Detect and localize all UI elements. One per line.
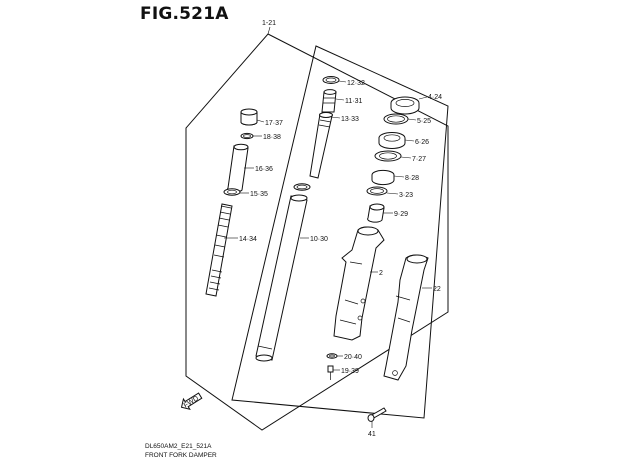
- footer-code: DL650AM2_E21_521A: [145, 443, 212, 450]
- damper-rod-upper: [321, 89, 337, 113]
- callout-10-30: 10·30: [310, 236, 328, 243]
- group-frame-outer: [185, 33, 449, 431]
- leader-17-37: [256, 119, 265, 123]
- leader-7-27: [400, 156, 412, 159]
- leader-12-32: [338, 80, 347, 83]
- o-ring-cap: [240, 132, 254, 140]
- forward-arrow-icon: FWD: [180, 392, 203, 410]
- callout-20-40: 20·40: [344, 354, 362, 361]
- outer-tube-right: [383, 254, 429, 381]
- footer-caption: FRONT FORK DAMPER: [145, 452, 217, 459]
- forward-arrow-label: FWD: [183, 395, 200, 409]
- group-frame-inner: [231, 45, 449, 419]
- callout-4-24: 4·24: [428, 94, 442, 101]
- figure-footer: DL650AM2_E21_521A FRONT FORK DAMPER: [145, 442, 217, 460]
- leader-6-26: [404, 139, 415, 142]
- oil-seal: [378, 132, 406, 149]
- damper-rod-bolt: [327, 365, 334, 380]
- guide-metal: [371, 169, 395, 186]
- callout-16-36: 16·36: [255, 166, 273, 173]
- callout-41: 41: [368, 431, 376, 438]
- leader-3-23: [386, 192, 399, 195]
- damper-bolt-gasket: [326, 353, 338, 359]
- spring-washer: [223, 188, 241, 196]
- callout-3-23: 3·23: [399, 192, 413, 199]
- figure-title: FIG.521A: [140, 4, 229, 24]
- callout-19-39: 19·39: [341, 368, 359, 375]
- callout-18-38: 18·38: [263, 134, 281, 141]
- axle-pinch-bolt: [367, 407, 387, 422]
- damper-rod-ring: [322, 76, 340, 84]
- fork-spring: [205, 203, 233, 297]
- callout-17-37: 17·37: [265, 120, 283, 127]
- dust-seal: [390, 96, 420, 115]
- callout-labels: 1-21 12·32 11·31 13·33 17·37 18·38 16·36…: [239, 20, 442, 438]
- leader-4-24: [418, 96, 428, 100]
- callout-14-34: 14·34: [239, 236, 257, 243]
- callout-9-29: 9·29: [394, 211, 408, 218]
- oil-lock-piece: [367, 203, 385, 223]
- callout-6-26: 6·26: [415, 139, 429, 146]
- callout-11-31: 11·31: [345, 98, 362, 105]
- inner-tube: [255, 194, 308, 362]
- leader-5-25: [407, 118, 417, 121]
- outer-tube-left: [333, 226, 385, 341]
- cartridge-ring: [293, 183, 311, 191]
- callout-1-21: 1-21: [262, 20, 276, 27]
- leader-11-31: [335, 98, 345, 101]
- leader-1-21: [267, 26, 271, 35]
- fork-cap-bolt: [240, 108, 258, 126]
- callout-2: 2: [379, 270, 383, 277]
- callout-15-35: 15·35: [250, 191, 268, 198]
- oil-seal-retainer: [374, 150, 402, 162]
- damper-rod-body: [309, 112, 333, 179]
- leader-13-33: [330, 116, 341, 119]
- callout-5-25: 5·25: [417, 118, 431, 125]
- callout-13-33: 13·33: [341, 116, 359, 123]
- stopper-ring: [383, 113, 409, 125]
- callout-8-28: 8·28: [405, 175, 419, 182]
- callout-12-32: 12·32: [347, 80, 365, 87]
- leader-8-28: [393, 175, 405, 178]
- callout-22: 22: [433, 286, 441, 293]
- callout-7-27: 7·27: [412, 156, 426, 163]
- slide-bushing: [366, 186, 388, 196]
